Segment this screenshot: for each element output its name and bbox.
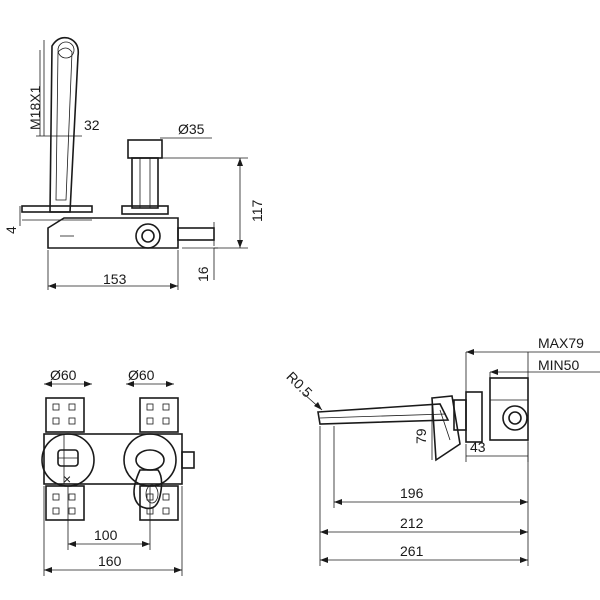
label-max79: MAX79 <box>538 335 584 351</box>
deck-plate <box>21 205 93 213</box>
dim-160-arrow-right <box>174 567 182 573</box>
label-100: 100 <box>94 527 118 543</box>
spout-top-ring <box>57 41 75 59</box>
label-d35: Ø35 <box>178 121 205 137</box>
valve-inner <box>141 229 155 243</box>
label-d60-left: Ø60 <box>50 367 77 383</box>
dim-212-arrow-left <box>320 529 328 535</box>
dim-60a-arrow-left <box>44 381 52 387</box>
front-side-pipe <box>181 451 195 469</box>
label-d60-right: Ø60 <box>128 367 155 383</box>
top-valve-outer <box>502 405 528 431</box>
mixer-cap <box>127 139 163 159</box>
r05-arrow <box>314 402 322 410</box>
spout-arm-line <box>319 413 447 419</box>
valve-housing <box>489 377 529 441</box>
side-view: M18X1 32 Ø35 117 4 16 153 <box>3 36 265 290</box>
dim-261-arrow-right <box>520 557 528 563</box>
dim-60a-arrow-right <box>84 381 92 387</box>
dim-max79-arrow <box>466 349 474 355</box>
handle-lever <box>133 469 163 510</box>
dim-196-arrow-right <box>520 499 528 505</box>
front-view: × Ø60 Ø60 100 160 <box>41 367 195 576</box>
top-view: R0.5 MAX79 MIN50 79 43 196 212 261 <box>283 335 600 566</box>
label-117: 117 <box>249 199 265 222</box>
mixer-stem <box>131 157 159 209</box>
top-valve-inner <box>508 411 522 425</box>
right-rosette <box>123 433 177 487</box>
label-212: 212 <box>400 515 424 531</box>
label-m18x1: M18X1 <box>27 85 43 130</box>
spout-arm <box>317 403 450 425</box>
left-bracket-bottom <box>45 485 85 521</box>
dim-min50-arrow <box>490 369 498 375</box>
handle-knob <box>135 449 165 471</box>
left-bracket-top <box>45 397 85 433</box>
label-261: 261 <box>400 543 424 559</box>
mixer-flange <box>121 205 169 215</box>
dim-261-arrow-left <box>320 557 328 563</box>
label-4: 4 <box>3 226 19 234</box>
dim-212-arrow-right <box>520 529 528 535</box>
dim-60b-arrow-left <box>126 381 134 387</box>
valve-outer <box>135 223 161 249</box>
dim-153-arrow-right <box>170 283 178 289</box>
side-pipe <box>177 227 215 241</box>
label-min50: MIN50 <box>538 357 579 373</box>
dim-160-arrow-left <box>44 567 52 573</box>
handle-collar <box>453 399 467 431</box>
wall-plate <box>465 391 483 443</box>
spout-body-inner <box>55 47 73 201</box>
label-79: 79 <box>413 428 429 444</box>
dim-100-arrow-left <box>68 541 76 547</box>
dim-100-arrow-right <box>142 541 150 547</box>
label-160: 160 <box>98 553 122 569</box>
top-handle-line <box>439 409 451 441</box>
handle-lever-inner <box>145 484 159 504</box>
top-handle <box>431 395 461 462</box>
spout-body-outer <box>49 36 80 213</box>
dim-117-arrow-top <box>237 158 243 166</box>
label-16: 16 <box>195 266 211 282</box>
label-r05: R0.5 <box>283 368 315 400</box>
label-196: 196 <box>400 485 424 501</box>
label-32: 32 <box>84 117 100 133</box>
dim-60b-arrow-right <box>166 381 174 387</box>
right-bracket-top <box>139 397 179 433</box>
label-43: 43 <box>470 439 486 455</box>
bracket-holes <box>52 403 170 515</box>
dim-196-arrow-left <box>334 499 342 505</box>
outlet-cross: × <box>63 471 71 487</box>
right-bracket-bottom <box>139 485 179 521</box>
valve-box <box>47 217 179 249</box>
dim-117-arrow-bottom <box>237 240 243 248</box>
label-153: 153 <box>103 271 127 287</box>
dim-153-arrow-left <box>48 283 56 289</box>
